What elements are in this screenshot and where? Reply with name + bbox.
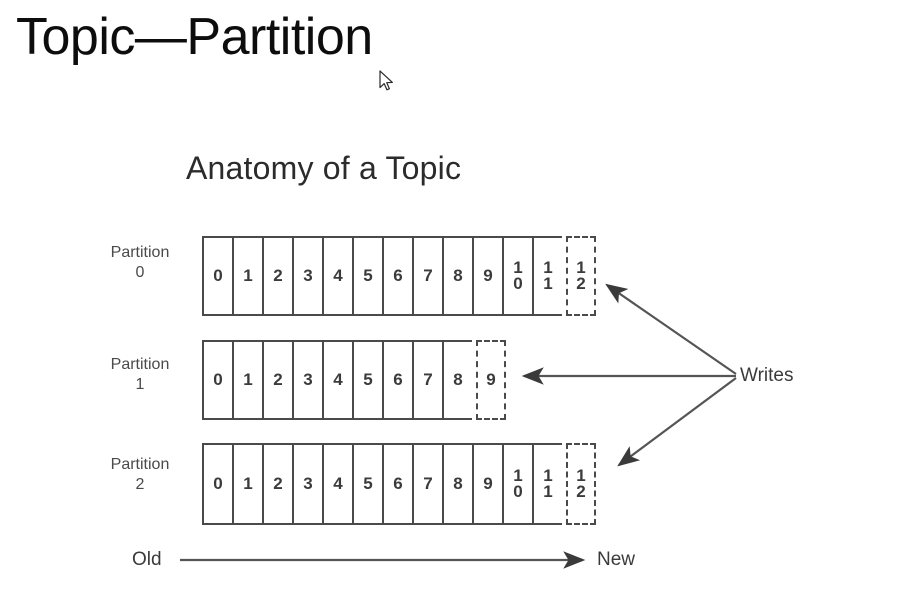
offset-cell: 5 — [352, 443, 382, 525]
offset-cell: 4 — [322, 236, 352, 316]
offset-cell: 1 — [232, 340, 262, 420]
offset-cell: 5 — [352, 236, 382, 316]
offset-cell: 3 — [292, 236, 322, 316]
offset-cell: 4 — [322, 340, 352, 420]
writes-label: Writes — [740, 365, 794, 386]
offset-cell: 6 — [382, 443, 412, 525]
offset-cell: 9 — [472, 236, 502, 316]
partition-label-0: Partition 0 — [110, 244, 170, 281]
partition-label-1: Partition 1 — [110, 356, 170, 393]
diagram-title: Anatomy of a Topic — [186, 150, 462, 186]
writes-arrow-partition-0 — [605, 283, 737, 375]
offset-cell: 3 — [292, 340, 322, 420]
offset-cell: 4 — [322, 443, 352, 525]
timeline-new-label: New — [597, 549, 636, 570]
partition-label-2: Partition 2 — [110, 456, 170, 493]
writes-arrow-partition-2 — [617, 377, 737, 467]
offset-cell: 7 — [412, 236, 442, 316]
offset-cell: 2 — [262, 236, 292, 316]
offset-cell: 2 — [262, 443, 292, 525]
offset-cell: 8 — [442, 236, 472, 316]
offset-cell: 8 — [442, 443, 472, 525]
offset-cell: 0 — [202, 340, 232, 420]
offset-cell: 3 — [292, 443, 322, 525]
offset-cell: 2 — [262, 340, 292, 420]
offset-cell: 0 — [202, 236, 232, 316]
offset-cell: 9 — [472, 443, 502, 525]
page-title: Topic—Partition — [16, 8, 373, 66]
offset-cell: 8 — [442, 340, 472, 420]
offset-cell: 6 — [382, 236, 412, 316]
pending-offset-cell: 9 — [476, 340, 506, 420]
offset-cell: 0 — [202, 443, 232, 525]
offset-cell: 5 — [352, 340, 382, 420]
timeline-old-label: Old — [132, 549, 162, 570]
offset-cell: 7 — [412, 340, 442, 420]
offset-cell: 7 — [412, 443, 442, 525]
offset-cell: 6 — [382, 340, 412, 420]
offset-cell: 1 — [232, 443, 262, 525]
offset-cell: 1 — [232, 236, 262, 316]
